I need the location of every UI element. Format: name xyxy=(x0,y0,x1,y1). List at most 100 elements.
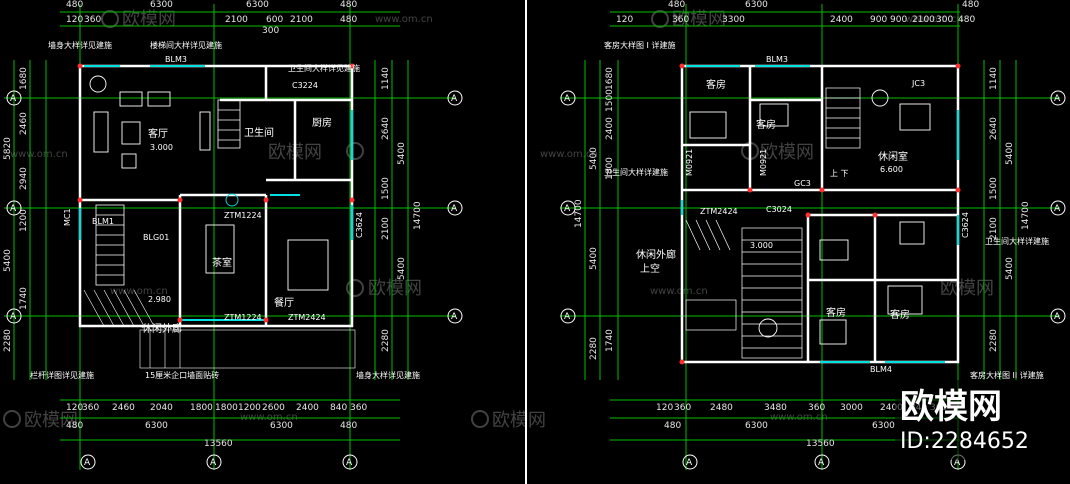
dim-text: 6300 xyxy=(270,421,293,431)
watermark-url: www.om.cn xyxy=(110,286,168,297)
door-tag: BLM3 xyxy=(165,55,187,64)
dim-text: 360 xyxy=(674,403,691,413)
room-label-guest: 客房 xyxy=(826,306,846,319)
dim-text: 1500 xyxy=(381,177,391,200)
drawing-note: 卫生间大样详见建施 xyxy=(288,63,360,73)
dim-text: 5400 xyxy=(1005,257,1015,280)
dim-text: 1740 xyxy=(19,287,29,310)
door-tag: ZTM2424 xyxy=(288,313,326,322)
window-tag: C3624 xyxy=(961,212,970,238)
dim-text: 2280 xyxy=(3,329,13,352)
dim-text: 480 xyxy=(958,15,975,25)
room-label-upper: 上空 xyxy=(640,262,660,275)
door-tag: ZTM1224 xyxy=(224,313,262,322)
dim-text: 2280 xyxy=(381,329,391,352)
right-dimension-column: 1140 2640 5400 1500 2100 5400 2280 14700 xyxy=(989,67,1031,352)
dim-text: 2460 xyxy=(19,112,29,135)
dim-text: 360 xyxy=(672,15,689,25)
dim-text: 5400 xyxy=(589,147,599,170)
level-mark-living: 3.000 xyxy=(150,143,173,152)
dim-text: 6300 xyxy=(872,421,895,431)
watermark-brand: 欧模网 xyxy=(940,278,994,299)
dim-text: 480 xyxy=(340,15,357,25)
drawing-note: 卫生间大样详建施 xyxy=(985,236,1049,246)
dim-text: 2100 xyxy=(912,15,935,25)
room-label-lounge: 休闲室 xyxy=(878,150,908,163)
window-tag: GC3 xyxy=(794,179,811,188)
brand-id: ID:2284652 xyxy=(900,429,1029,454)
drawing-note: 栏杆详图详见建施 xyxy=(30,370,94,380)
dim-text: 480 xyxy=(340,0,357,10)
dim-text: 1140 xyxy=(381,67,391,90)
door-tag: BLM1 xyxy=(92,217,114,226)
dim-text: 1140 xyxy=(989,67,999,90)
watermark-logo-icon xyxy=(3,10,759,428)
door-tag: ZTM1224 xyxy=(224,211,262,220)
dim-text: 5400 xyxy=(3,249,13,272)
bottom-dimension-row: 120 360 2460 2040 1800 1800 1200 2600 24… xyxy=(66,403,367,449)
axis-bubble-label: A xyxy=(818,458,825,468)
dim-text: 2100 xyxy=(225,15,248,25)
window-tag: C3624 xyxy=(355,212,364,238)
dim-text: 2640 xyxy=(381,117,391,140)
dim-total: 5820 xyxy=(3,137,13,160)
drawing-note: 客房大样图 I 详建施 xyxy=(604,40,675,50)
dim-text: 5400 xyxy=(1005,142,1015,165)
top-dimension-row: 120 360 3300 2400 900 900 2100 300 480 4… xyxy=(616,0,979,25)
dim-text: 480 xyxy=(668,0,685,10)
dim-text: 2100 xyxy=(989,217,999,240)
axis-bubble-label: A xyxy=(346,458,353,468)
dim-text: 2040 xyxy=(150,403,173,413)
axis-bubble-label: A xyxy=(84,458,91,468)
dim-text: 480 xyxy=(664,421,681,431)
level-mark-terrace: 2.980 xyxy=(148,295,171,304)
dim-text: 480 xyxy=(66,421,83,431)
dim-text: 360 xyxy=(350,403,367,413)
dim-text: 2400 xyxy=(605,117,615,140)
dim-text: 1800 xyxy=(605,157,615,180)
axis-bubble-label: A xyxy=(451,204,458,214)
window-tag: BLG01 xyxy=(143,233,169,242)
axis-bubble-label: A xyxy=(10,312,17,322)
dim-total: 14700 xyxy=(413,201,423,230)
dim-text: 3300 xyxy=(722,15,745,25)
dim-text: 1680 xyxy=(19,67,29,90)
dim-text: 480 xyxy=(66,0,83,10)
dim-text: 360 xyxy=(808,403,825,413)
room-label-dining: 餐厅 xyxy=(274,296,294,309)
dim-text: 480 xyxy=(340,421,357,431)
room-label-guest: 客房 xyxy=(756,118,776,131)
left-dimension-column: 1680 1500 2400 5400 1800 5400 1740 2280 … xyxy=(574,67,615,360)
watermark-brand: 欧模网 xyxy=(760,142,814,163)
dim-text: 2940 xyxy=(19,167,29,190)
level-mark: 3.000 xyxy=(750,241,773,250)
drawing-note: 墙身大样详见建施 xyxy=(356,370,420,380)
dim-text: 6300 xyxy=(150,0,173,10)
window-tag: C3224 xyxy=(292,81,318,90)
drawing-note: 15厘米企口墙面贴砖 xyxy=(145,370,219,380)
door-tag: BLM3 xyxy=(766,55,788,64)
dim-text: 120 xyxy=(656,403,673,413)
door-tag: BLM4 xyxy=(870,365,892,374)
dim-text: 2400 xyxy=(296,403,319,413)
dim-text: 1740 xyxy=(605,329,615,352)
watermark-brand: 欧模网 xyxy=(24,410,78,431)
room-label-kitchen: 厨房 xyxy=(312,116,332,129)
dim-text: 6300 xyxy=(745,421,768,431)
dim-text: 5400 xyxy=(589,247,599,270)
watermark-brand: 欧模网 xyxy=(368,278,422,299)
left-dimension-column: 1680 2460 2940 1200 5400 1740 2280 5820 xyxy=(3,67,29,352)
dim-text: 2400 xyxy=(880,403,903,413)
top-dimension-row: 120 360 2100 6300 600 2100 300 480 480 4… xyxy=(66,0,357,36)
dim-text: 2280 xyxy=(989,329,999,352)
dim-text: 2640 xyxy=(989,117,999,140)
dim-text: 6300 xyxy=(745,0,768,10)
dim-text: 480 xyxy=(962,0,979,10)
dim-text: 5400 xyxy=(397,257,407,280)
drawing-note: 客房大样图 II 详建施 xyxy=(970,370,1044,380)
dim-text: 3480 xyxy=(764,403,787,413)
axis-bubble-label: A xyxy=(564,94,571,104)
dim-text: 2280 xyxy=(589,337,599,360)
axis-bubble-label: A xyxy=(451,94,458,104)
